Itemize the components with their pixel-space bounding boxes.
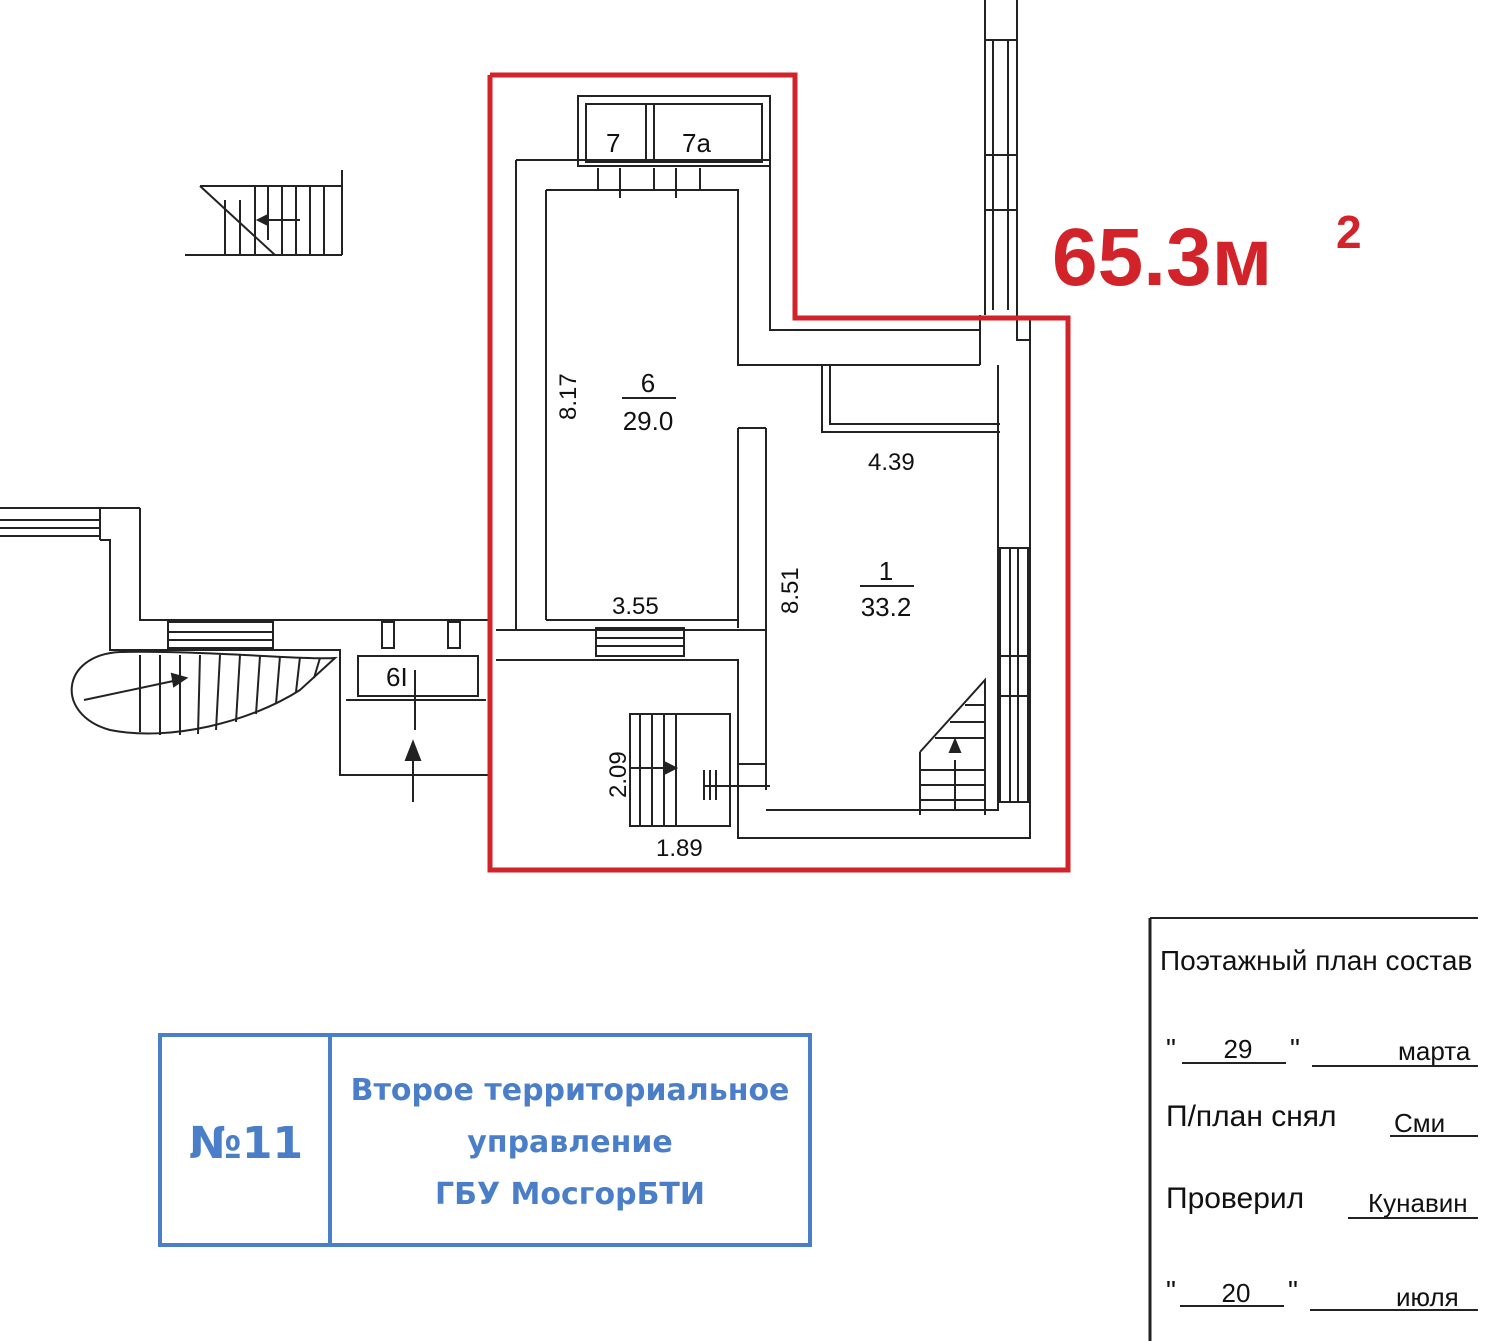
bti-stamp: №11 Второе территориальное управление ГБ… [158,1033,812,1247]
right-window [999,547,1029,803]
stamp-line-2: управление [467,1125,672,1160]
dimension-8-51: 8.51 [777,567,804,614]
date2-month: июля [1396,1282,1459,1312]
room1-stair [919,677,986,815]
right-wall-strip [984,0,1018,315]
date2-day: 20 [1222,1278,1251,1308]
room-7a-number: 7а [682,128,711,158]
dimension-4-39: 4.39 [868,449,915,476]
left-corridor [0,507,490,802]
checked-name: Кунавин [1368,1188,1468,1218]
door-marks [595,168,701,657]
quote-open-2: " [1166,1275,1176,1306]
room-7-number: 7 [606,128,620,158]
date1-day: 29 [1224,1034,1253,1064]
premises-outline [487,72,1071,873]
date1-month: марта [1398,1036,1471,1066]
checked-label: Проверил [1166,1182,1304,1215]
quote-close-2: " [1288,1275,1298,1306]
dimension-2-09: 2.09 [605,751,632,798]
quote-open-1: " [1166,1033,1176,1064]
room-1-number: 1 [879,556,893,586]
stamp-line-3: ГБУ МосгорБТИ [435,1177,705,1212]
surveyed-label: П/план снял [1166,1100,1337,1133]
room-6i-number: 6I [386,662,408,692]
upper-left-stair [185,170,343,256]
dimension-8-17: 8.17 [555,373,582,420]
dimension-1-89: 1.89 [656,835,703,862]
total-area-superscript: 2 [1336,206,1362,258]
dimension-3-55: 3.55 [612,593,659,620]
title-block: Поэтажный план состав " 29 " марта П/пла… [1148,917,1478,1341]
room-6-area: 29.0 [623,406,674,436]
stamp-line-1: Второе территориальное [351,1073,790,1108]
total-area: 65.3м [1052,212,1272,303]
quote-close-1: " [1290,1033,1300,1064]
stamp-number: №11 [189,1118,303,1169]
walls [496,95,1031,839]
room-1-area: 33.2 [861,592,912,622]
spiral-stair [70,650,338,735]
title-block-heading: Поэтажный план состав [1160,945,1472,976]
lower-stair [629,713,770,827]
room-6-number: 6 [641,368,655,398]
surveyed-name: Сми [1394,1108,1445,1138]
